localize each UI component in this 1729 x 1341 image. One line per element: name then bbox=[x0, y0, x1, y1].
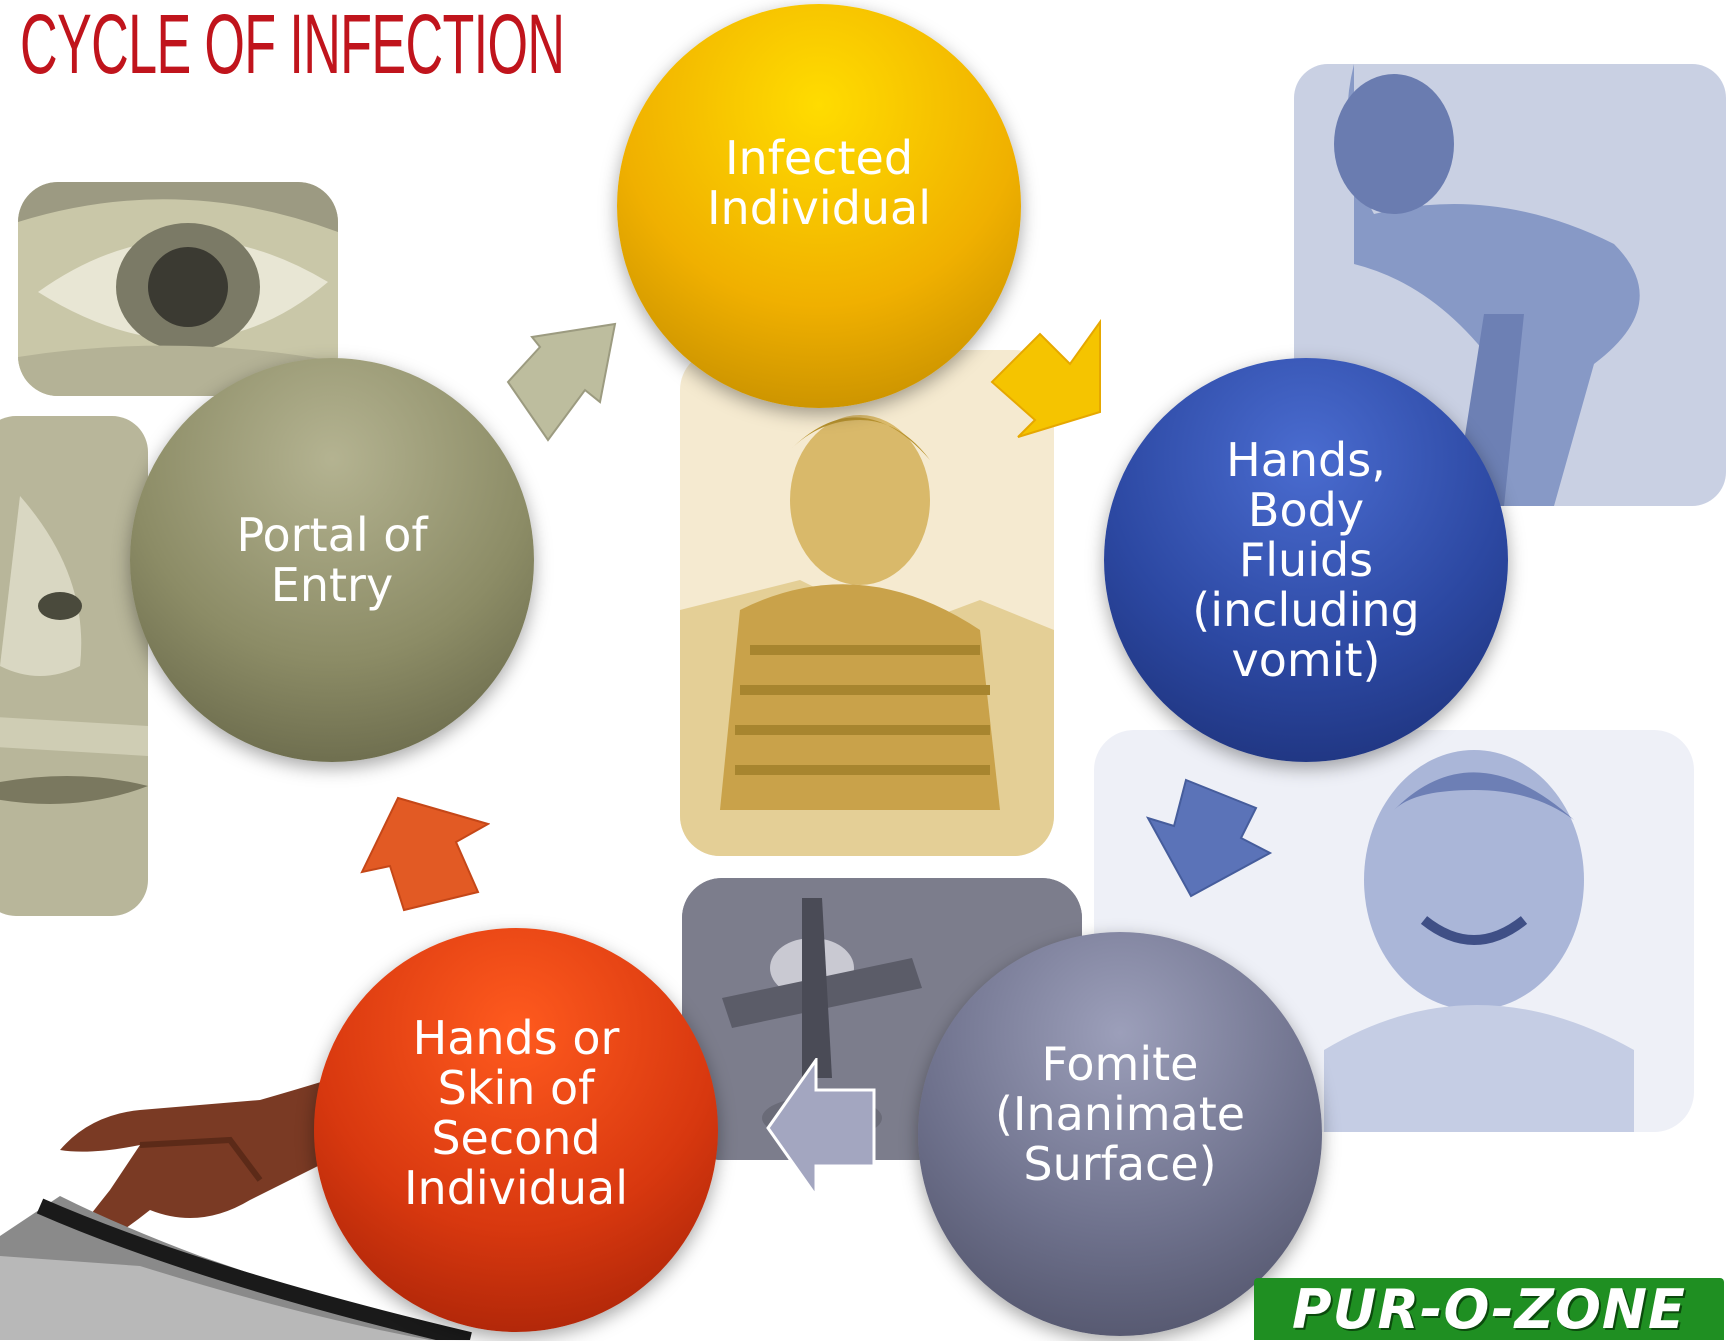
node-portal-of-entry: Portal of Entry bbox=[130, 358, 534, 762]
arrow-portal-to-infected bbox=[500, 322, 620, 452]
node-infected-individual: Infected Individual bbox=[617, 4, 1021, 408]
node-hands-body-fluids: Hands, Body Fluids (including vomit) bbox=[1104, 358, 1508, 762]
node-fomite: Fomite (Inanimate Surface) bbox=[918, 932, 1322, 1336]
arrow-fomite-to-second bbox=[766, 1058, 876, 1198]
arrow-hands-to-fomite bbox=[1146, 778, 1276, 898]
diagram-title: CYCLE OF INFECTION bbox=[20, 2, 564, 86]
node-second-label: Hands or Skin of Second Individual bbox=[404, 1013, 628, 1213]
arrow-second-to-portal bbox=[360, 796, 490, 912]
node-infected-label: Infected Individual bbox=[707, 133, 931, 233]
node-portal-label: Portal of Entry bbox=[236, 510, 427, 610]
arrow-infected-to-hands bbox=[990, 312, 1110, 442]
logo-text: PUR-O-ZONE bbox=[1292, 1278, 1686, 1341]
nose-mouth-photo bbox=[0, 416, 148, 916]
node-second-individual: Hands or Skin of Second Individual bbox=[314, 928, 718, 1332]
node-hands-fluids-label: Hands, Body Fluids (including vomit) bbox=[1192, 435, 1419, 685]
node-fomite-label: Fomite (Inanimate Surface) bbox=[995, 1039, 1245, 1189]
pur-o-zone-logo: PUR-O-ZONE bbox=[1254, 1278, 1724, 1340]
